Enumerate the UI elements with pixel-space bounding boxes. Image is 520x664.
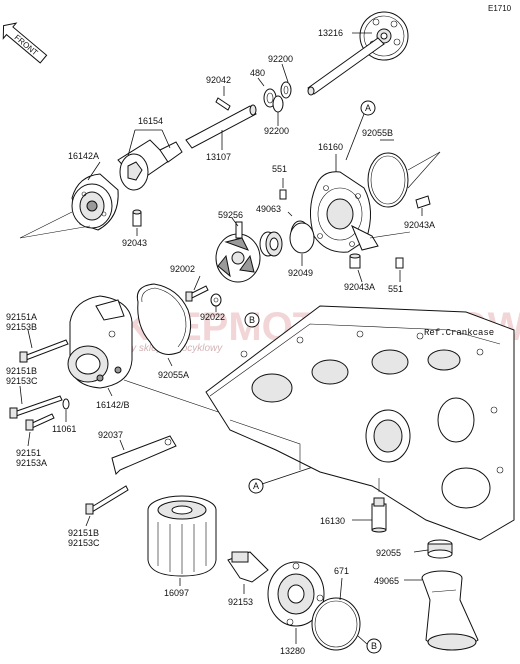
svg-text:A: A xyxy=(253,481,259,491)
label-16130: 16130 xyxy=(320,516,345,526)
diagram-code: E1710 xyxy=(488,4,512,13)
washer-551-top[interactable] xyxy=(279,189,287,200)
impeller-59256[interactable] xyxy=(215,221,261,283)
bolt-92151B-a[interactable] xyxy=(9,395,63,419)
washer-551-bottom[interactable] xyxy=(395,257,404,269)
label-92022: 92022 xyxy=(200,312,225,322)
label-92200-bottom: 92200 xyxy=(264,126,289,136)
label-92153A: 92153A xyxy=(16,458,47,468)
ref-circle-a-lower[interactable]: A xyxy=(248,478,264,494)
dowel-92043A-right[interactable] xyxy=(415,195,431,209)
label-16160: 16160 xyxy=(318,142,343,152)
label-13280: 13280 xyxy=(280,646,305,656)
label-92042: 92042 xyxy=(206,75,231,85)
bolt-92151[interactable] xyxy=(25,413,55,431)
washer-92200-bottom[interactable] xyxy=(272,95,284,113)
ref-circle-a-top[interactable]: A xyxy=(360,100,376,116)
label-92153: 92153 xyxy=(228,597,253,607)
ref-crankcase-label: Ref.Crankcase xyxy=(424,328,494,338)
label-671: 671 xyxy=(334,566,349,576)
crankcase-ref[interactable] xyxy=(205,305,515,541)
label-92151B-b: 92151B xyxy=(68,528,99,538)
label-551-bottom: 551 xyxy=(388,284,403,294)
pump-shaft-13107[interactable] xyxy=(185,104,257,149)
label-92055: 92055 xyxy=(376,548,401,558)
label-92002: 92002 xyxy=(170,264,195,274)
oil-strainer-49065[interactable] xyxy=(421,570,479,651)
o-ring-92055A[interactable] xyxy=(136,283,192,355)
pump-body-16142B[interactable] xyxy=(67,295,133,389)
label-92151: 92151 xyxy=(16,448,41,458)
camshaft-gear-part[interactable] xyxy=(307,11,409,96)
washer-92022[interactable] xyxy=(210,293,222,307)
pump-body-16142A[interactable] xyxy=(71,173,119,231)
label-49065: 49065 xyxy=(374,576,399,586)
label-92049: 92049 xyxy=(288,268,313,278)
bolt-92002[interactable] xyxy=(185,285,209,302)
label-11061: 11061 xyxy=(52,424,76,434)
pin-92042[interactable] xyxy=(215,97,231,111)
o-ring-671[interactable] xyxy=(311,597,361,651)
label-92153C-a: 92153C xyxy=(6,376,38,386)
pump-coupling-16154[interactable] xyxy=(117,139,183,191)
dowel-92043[interactable] xyxy=(132,209,142,227)
fitting-16130[interactable] xyxy=(371,497,387,533)
label-16142A: 16142A xyxy=(68,151,99,161)
dowel-92043A-bottom[interactable] xyxy=(349,253,361,269)
bolt-92151A[interactable] xyxy=(19,339,69,363)
oil-cooler-cover-13280[interactable] xyxy=(267,561,325,627)
label-16154: 16154 xyxy=(138,116,163,126)
label-59256: 59256 xyxy=(218,210,243,220)
front-arrow-icon: FRONT xyxy=(2,22,48,64)
svg-text:B: B xyxy=(249,315,255,325)
clamp-92037[interactable] xyxy=(111,435,177,475)
label-92037: 92037 xyxy=(98,430,123,440)
label-480: 480 xyxy=(250,68,265,78)
label-16142B: 16142/B xyxy=(96,400,130,410)
label-92043A-bottom: 92043A xyxy=(344,282,375,292)
label-92043: 92043 xyxy=(122,238,147,248)
bolt-92151B-b[interactable] xyxy=(85,485,129,515)
label-92153B: 92153B xyxy=(6,322,37,332)
label-92055A: 92055A xyxy=(158,370,189,380)
nipple-bolt-92153[interactable] xyxy=(227,551,269,583)
label-551-top: 551 xyxy=(272,164,287,174)
label-13107: 13107 xyxy=(206,152,231,162)
gasket-11061[interactable] xyxy=(62,398,70,410)
seal-ring[interactable] xyxy=(259,231,283,257)
front-label: FRONT xyxy=(13,33,40,58)
ref-circle-b-lower[interactable]: B xyxy=(366,638,382,654)
label-92151A: 92151A xyxy=(6,312,37,322)
o-ring-92055B[interactable] xyxy=(367,152,409,208)
o-ring-92055[interactable] xyxy=(427,539,453,559)
svg-text:A: A xyxy=(365,103,371,113)
bearing-92049[interactable] xyxy=(289,222,315,254)
label-13216: 13216 xyxy=(318,28,343,38)
label-92151B-a: 92151B xyxy=(6,366,37,376)
pump-cover-16160[interactable] xyxy=(310,171,379,253)
svg-text:B: B xyxy=(371,641,377,651)
ref-circle-b-mid[interactable]: B xyxy=(244,312,260,328)
label-92200-top: 92200 xyxy=(268,54,293,64)
label-92153C-b: 92153C xyxy=(68,538,100,548)
label-92043A-right: 92043A xyxy=(404,220,435,230)
label-16097: 16097 xyxy=(164,588,189,598)
label-49063: 49063 xyxy=(256,204,281,214)
washer-92200-top[interactable] xyxy=(280,81,292,99)
oil-filter-16097[interactable] xyxy=(147,495,217,577)
label-92055B: 92055B xyxy=(362,128,393,138)
